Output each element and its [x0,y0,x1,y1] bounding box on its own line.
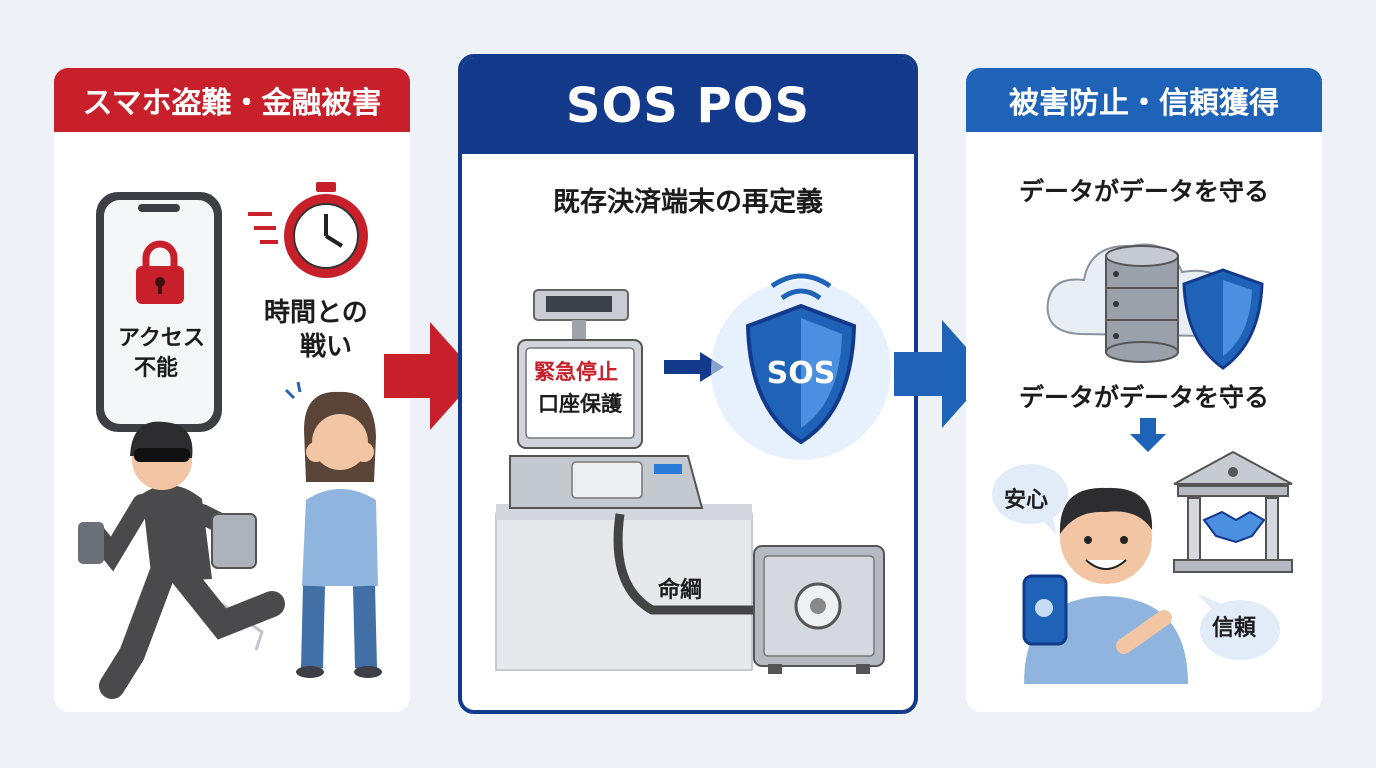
panel-prevention-trust: 被害防止・信頼獲得 データがデータを守る データがデータを守る 安心 信頼 [966,68,1322,712]
locked-phone-icon [96,192,222,432]
worried-woman-icon [284,381,382,678]
data-protects-data-top: データがデータを守る [1018,177,1269,206]
happy-man-icon [1022,487,1188,684]
panel-sos-pos: SOS POS 既存決済端末の再定義 緊急停止 口座保護 命綱 SOS [458,54,918,714]
arrow-down-icon [1130,418,1166,452]
header-theft-damage: スマホ盗難・金融被害 [54,68,410,132]
relief-bubble-text: 安心 [1004,488,1049,513]
thief-icon [78,421,285,699]
arrow-to-shield-icon [664,352,724,382]
stopwatch-icon [248,182,368,278]
speech-bubble-right-icon [1198,594,1280,660]
shield-small-icon [1182,268,1264,370]
time-fight-text-2: 戦い [300,332,353,362]
lifeline-label: 命綱 [658,578,703,603]
header-sos-pos: SOS POS [462,58,914,154]
bank-icon [1173,450,1293,573]
safe-icon [753,545,885,674]
emergency-stop-text: 緊急停止 [534,360,618,384]
header-prevention-trust: 被害防止・信頼獲得 [966,68,1322,132]
pos-terminal-icon [495,289,762,671]
phone-access-text-1: アクセス [118,326,205,351]
sos-shield-label: SOS [766,356,836,391]
phone-access-text-2: 不能 [134,356,179,381]
data-protects-data-mid: データがデータを守る [1018,383,1269,412]
database-icon [1105,245,1179,363]
panel-theft-damage: スマホ盗難・金融被害 アクセス 不能 時間との 戦い [54,68,410,712]
account-protect-text: 口座保護 [538,392,622,416]
handshake-icon [1202,510,1266,544]
time-fight-text-1: 時間との [264,298,368,328]
trust-bubble-text: 信頼 [1212,616,1257,641]
speech-bubble-left-icon [992,464,1068,534]
lock-icon [136,240,184,304]
arrow-right-red-icon [384,322,478,430]
shield-icon [711,273,891,460]
redefine-terminal-subtitle: 既存決済端末の再定義 [553,187,823,218]
